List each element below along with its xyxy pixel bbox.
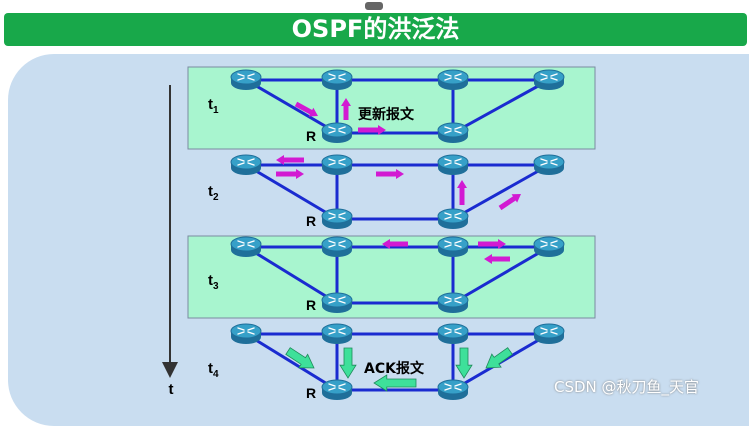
router-icon	[230, 236, 262, 257]
update-arrow	[484, 254, 510, 264]
router-icon	[230, 323, 262, 344]
step-label: t2	[208, 183, 219, 203]
update-arrow	[376, 169, 404, 179]
ack-arrow	[455, 347, 473, 379]
svg-text:t1: t1	[208, 96, 219, 116]
flooding-diagram: t t1 t2 t3 t4 R R R R 更新报文 ACK报文	[162, 66, 596, 401]
step-label: t4	[208, 360, 219, 380]
router-icon	[230, 69, 262, 90]
network-link	[452, 245, 550, 305]
step-label: t3	[208, 272, 219, 292]
time-axis-label: t	[169, 381, 174, 398]
router-icon	[533, 154, 565, 175]
router-r-label: R	[306, 213, 316, 229]
update-arrow	[276, 169, 304, 179]
svg-text:t3: t3	[208, 272, 219, 292]
update-arrow	[382, 239, 408, 249]
watermark: CSDN @秋刀鱼_天官	[554, 378, 700, 396]
update-arrow	[358, 125, 386, 135]
router-icon	[437, 154, 469, 175]
router-icon	[533, 69, 565, 90]
router-r-label: R	[306, 385, 316, 401]
ack-arrow	[373, 374, 417, 392]
router-icon	[321, 323, 353, 344]
router-icon	[437, 69, 469, 90]
step-label: t1	[208, 96, 219, 116]
network-link	[245, 78, 338, 135]
router-icon	[437, 323, 469, 344]
ack-arrow	[485, 347, 513, 369]
update-arrow	[276, 155, 304, 165]
network-link	[245, 245, 338, 305]
router-icon	[321, 208, 353, 229]
router-icon	[437, 122, 469, 143]
update-arrow	[341, 98, 351, 120]
page-title: OSPF的洪泛法	[291, 15, 460, 43]
network-link	[245, 332, 338, 392]
router-icon	[321, 154, 353, 175]
update-arrow	[498, 193, 522, 211]
router-r-label: R	[306, 297, 316, 313]
ack-arrow	[339, 347, 357, 379]
update-packet-label: 更新报文	[358, 106, 415, 123]
update-arrow	[294, 101, 318, 117]
network-link	[452, 163, 550, 221]
router-icon	[533, 323, 565, 344]
router-icon	[321, 292, 353, 313]
router-icon	[437, 236, 469, 257]
window-grip	[365, 2, 383, 10]
router-icon	[321, 122, 353, 143]
ack-packet-label: ACK报文	[364, 360, 425, 377]
update-arrow	[457, 180, 467, 205]
router-icon	[533, 236, 565, 257]
router-r-label: R	[306, 128, 316, 144]
svg-text:t4: t4	[208, 360, 219, 380]
title-bar: OSPF的洪泛法	[4, 13, 747, 46]
router-icon	[437, 208, 469, 229]
router-icon	[321, 379, 353, 400]
router-icon	[230, 154, 262, 175]
ack-arrow	[285, 347, 315, 369]
router-icon	[321, 236, 353, 257]
router-icon	[321, 69, 353, 90]
router-icon	[437, 292, 469, 313]
network-link	[452, 78, 550, 135]
svg-text:t2: t2	[208, 183, 219, 203]
router-icon	[437, 379, 469, 400]
update-arrow	[478, 239, 506, 249]
network-link	[245, 163, 338, 221]
